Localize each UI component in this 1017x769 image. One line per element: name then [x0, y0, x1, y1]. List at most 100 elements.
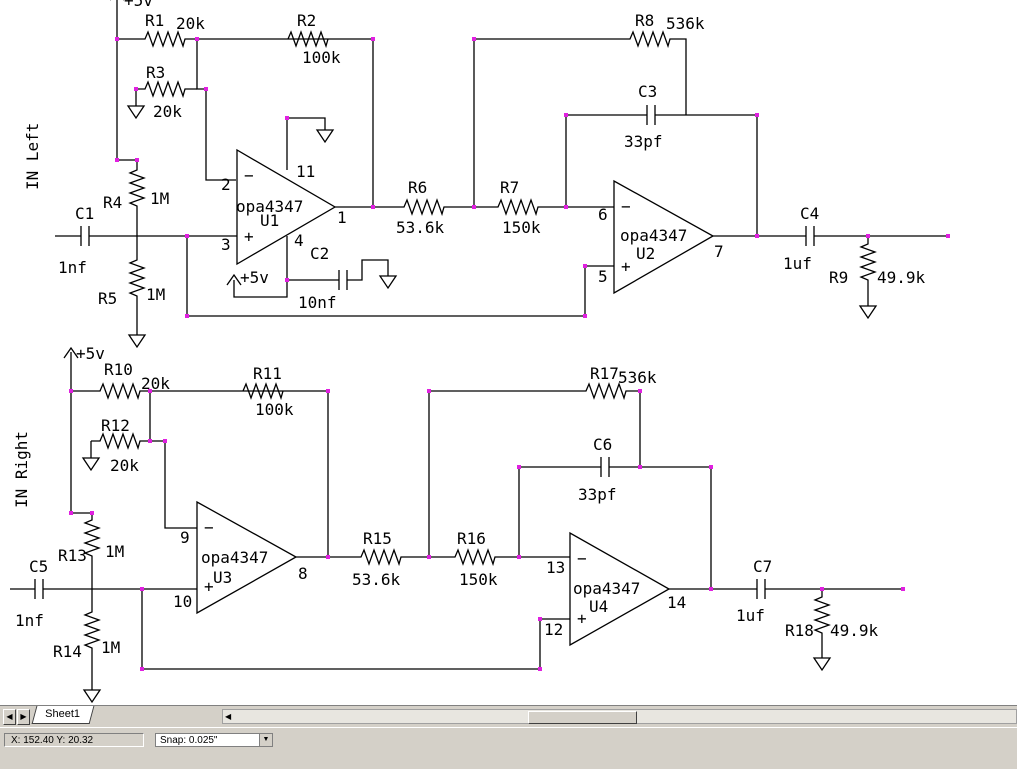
pin10-label: 10	[173, 592, 192, 611]
c1-value: 1nf	[58, 258, 87, 277]
sheet-tab[interactable]: Sheet1	[31, 706, 95, 724]
r11-label: R11	[253, 364, 282, 383]
r6-value: 53.6k	[396, 218, 445, 237]
c2-label: C2	[310, 244, 329, 263]
c3-value: 33pf	[624, 132, 663, 151]
prev-sheet-button[interactable]: ◀	[3, 709, 16, 725]
r3-label: R3	[146, 63, 165, 82]
pin8-label: 8	[298, 564, 308, 583]
plus5v-bottom-label: +5v	[76, 344, 105, 363]
r12-value: 20k	[110, 456, 139, 475]
c6-value: 33pf	[578, 485, 617, 504]
r2-value: 100k	[302, 48, 341, 67]
r11-value: 100k	[255, 400, 294, 419]
r1-value: 20k	[176, 14, 205, 33]
pin2-label: 2	[221, 175, 231, 194]
pin11-label: 11	[296, 162, 315, 181]
c7-label: C7	[753, 557, 772, 576]
r13-label: R13	[58, 546, 87, 565]
r4-label: R4	[103, 193, 122, 212]
chevron-down-icon[interactable]: ▼	[259, 734, 272, 746]
left-channel: − + − +	[55, 0, 948, 349]
sheet-tab-label: Sheet1	[45, 708, 81, 720]
plus5v-top-label: +5v	[124, 0, 153, 10]
r16-label: R16	[457, 529, 486, 548]
r14-label: R14	[53, 642, 82, 661]
c1-label: C1	[75, 204, 94, 223]
r3-value: 20k	[153, 102, 182, 121]
c4-label: C4	[800, 204, 819, 223]
snap-value: Snap: 0.025"	[160, 735, 218, 746]
u3-label: U3	[213, 568, 232, 587]
r4-value: 1M	[150, 189, 169, 208]
r13-value: 1M	[105, 542, 124, 561]
svg-text:−: −	[244, 166, 254, 185]
pin13-label: 13	[546, 558, 565, 577]
svg-text:+: +	[577, 609, 587, 628]
r10-value: 20k	[141, 374, 170, 393]
r5-value: 1M	[146, 285, 165, 304]
r5-label: R5	[98, 289, 117, 308]
pin3-label: 3	[221, 235, 231, 254]
r18-label: R18	[785, 621, 814, 640]
r7-label: R7	[500, 178, 519, 197]
c5-label: C5	[29, 557, 48, 576]
pin6-label: 6	[598, 205, 608, 224]
junction-dots	[69, 37, 950, 671]
r8-value: 536k	[666, 14, 705, 33]
horizontal-scrollbar[interactable]: ◀	[222, 709, 1017, 724]
u1-label: U1	[260, 211, 279, 230]
r18-value: 49.9k	[830, 621, 879, 640]
svg-text:+: +	[621, 257, 631, 276]
u3-opamp-type: opa4347	[201, 548, 268, 567]
r12-label: R12	[101, 416, 130, 435]
sheet-tab-bar: ◀ ▶ Sheet1 ◀	[0, 705, 1017, 728]
u1-opamp-type: opa4347	[236, 197, 303, 216]
u4-label: U4	[589, 597, 608, 616]
c4-value: 1uf	[783, 254, 812, 273]
r2-label: R2	[297, 11, 316, 30]
right-channel: − + − +	[10, 346, 903, 704]
pin4-label: 4	[294, 231, 304, 250]
r1-label: R1	[145, 11, 164, 30]
scrollbar-thumb[interactable]	[528, 711, 637, 724]
u2-opamp-type: opa4347	[620, 226, 687, 245]
r17-value: 536k	[618, 368, 657, 387]
status-bar: X: 152.40 Y: 20.32 Snap: 0.025" ▼	[0, 727, 1017, 769]
scroll-left-icon[interactable]: ◀	[225, 712, 232, 721]
pin14-label: 14	[667, 593, 686, 612]
r17-label: R17	[590, 364, 619, 383]
plus5v-c2-label: +5v	[240, 268, 269, 287]
svg-text:−: −	[621, 197, 631, 216]
c5-value: 1nf	[15, 611, 44, 630]
next-sheet-button[interactable]: ▶	[17, 709, 30, 725]
pin9-label: 9	[180, 528, 190, 547]
r6-label: R6	[408, 178, 427, 197]
u4-opamp-type: opa4347	[573, 579, 640, 598]
svg-text:−: −	[577, 549, 587, 568]
c6-label: C6	[593, 435, 612, 454]
pin1-label: 1	[337, 208, 347, 227]
c2-value: 10nf	[298, 293, 337, 312]
r15-label: R15	[363, 529, 392, 548]
c3-label: C3	[638, 82, 657, 101]
pin7-label: 7	[714, 242, 724, 261]
r16-value: 150k	[459, 570, 498, 589]
r10-label: R10	[104, 360, 133, 379]
cursor-coordinates: X: 152.40 Y: 20.32	[4, 733, 144, 747]
pin5-label: 5	[598, 267, 608, 286]
r9-value: 49.9k	[877, 268, 926, 287]
c7-value: 1uf	[736, 606, 765, 625]
svg-text:+: +	[204, 577, 214, 596]
svg-text:+: +	[244, 227, 254, 246]
pin12-label: 12	[544, 620, 563, 639]
snap-select[interactable]: Snap: 0.025" ▼	[155, 733, 273, 747]
u2-label: U2	[636, 244, 655, 263]
in-left-label: IN Left	[23, 123, 42, 190]
svg-text:−: −	[204, 518, 214, 537]
schematic-canvas[interactable]: − + − +	[0, 0, 1017, 705]
r9-label: R9	[829, 268, 848, 287]
r8-label: R8	[635, 11, 654, 30]
r15-value: 53.6k	[352, 570, 401, 589]
in-right-label: IN Right	[12, 431, 31, 508]
